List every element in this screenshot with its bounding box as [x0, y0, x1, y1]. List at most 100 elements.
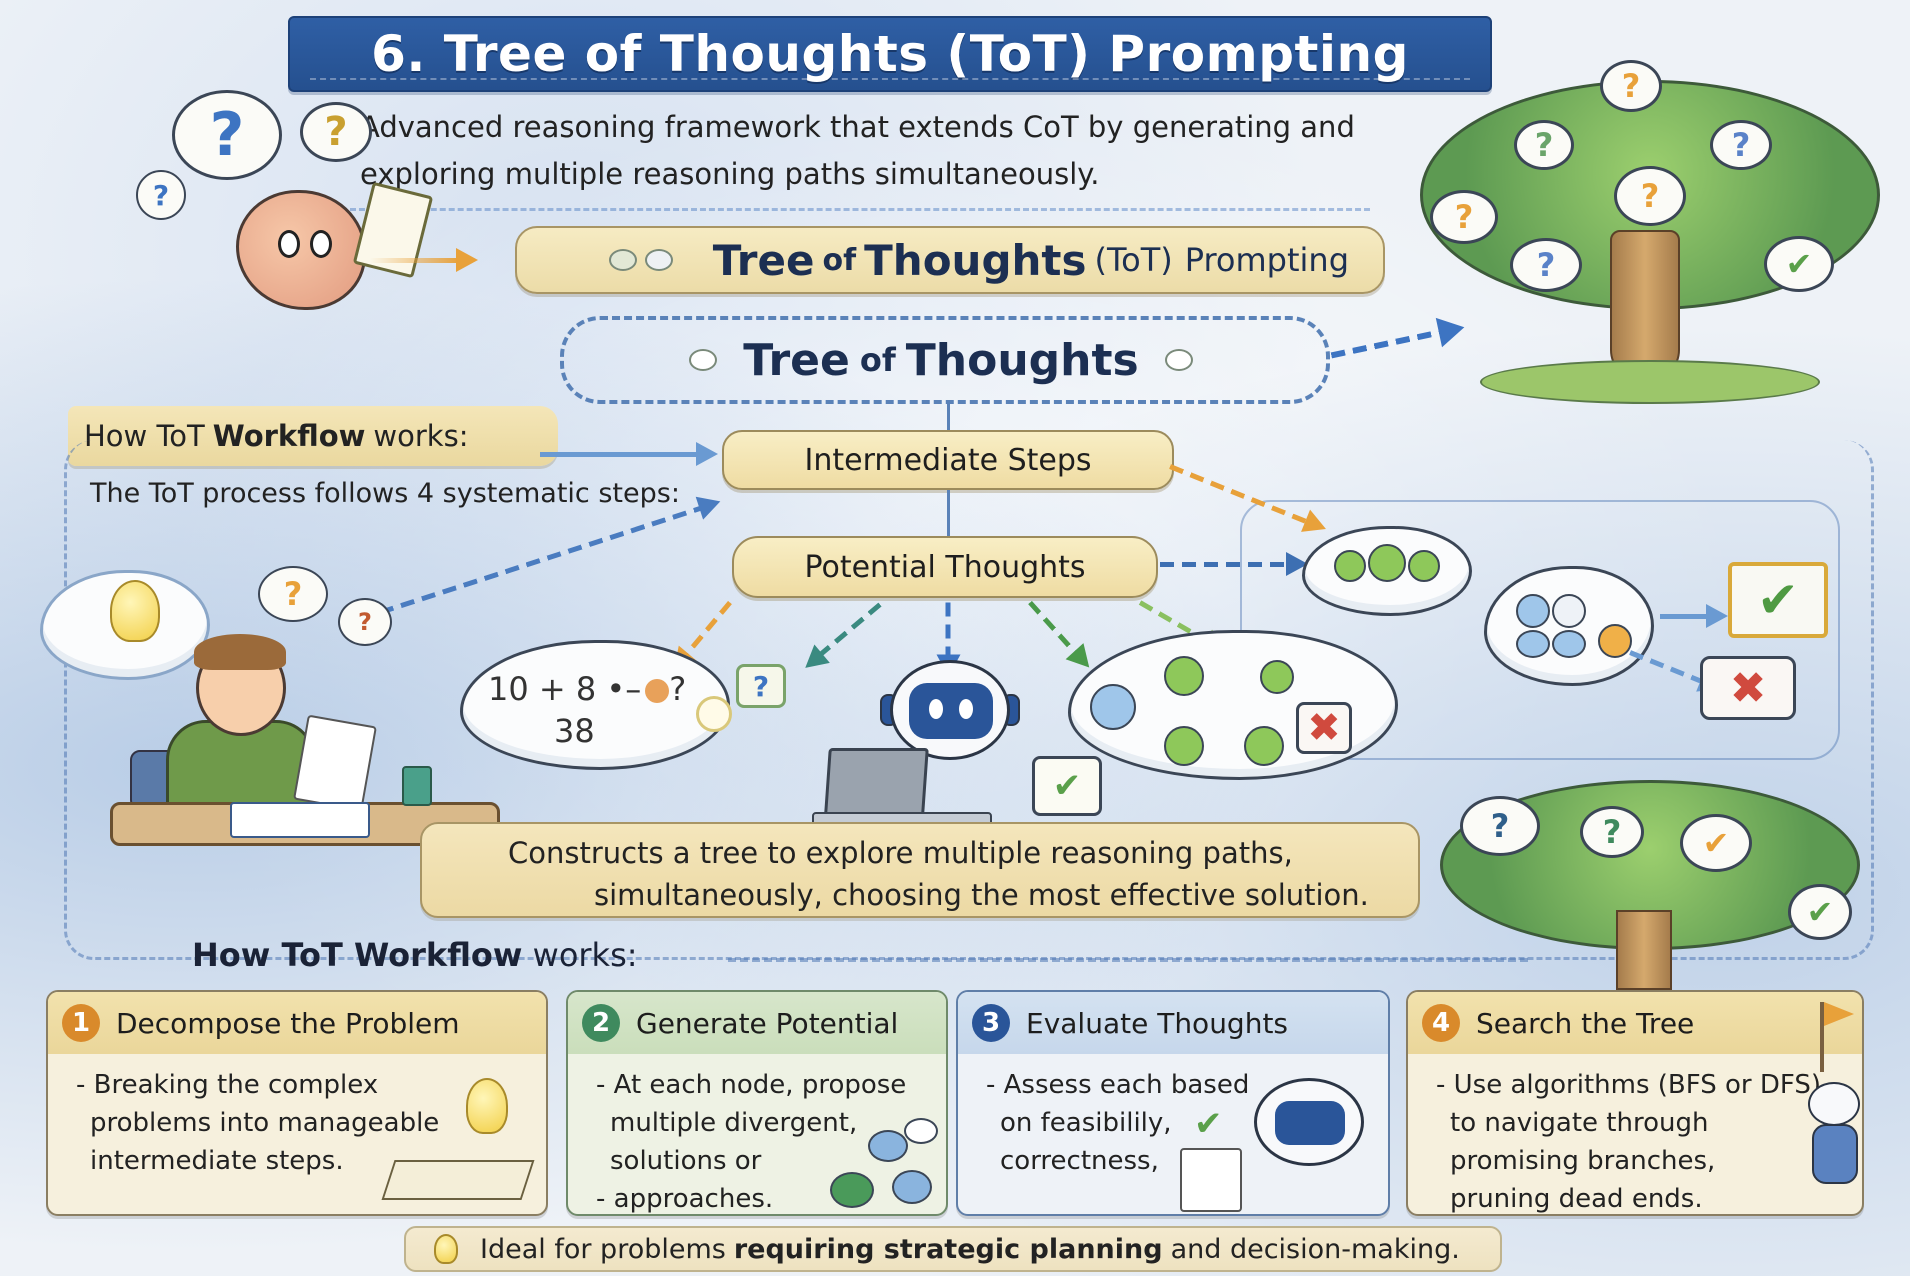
clipboard-icon	[352, 181, 434, 279]
orange-arrow-icon	[370, 248, 478, 272]
step-line: - Breaking the complex	[76, 1070, 379, 1100]
step-line: - Assess each based	[986, 1070, 1250, 1100]
brain-eye-icon	[278, 230, 300, 258]
footer-prefix: Ideal for problems	[480, 1233, 726, 1265]
step-number-badge: 2	[582, 1004, 620, 1042]
cluster-node	[1516, 630, 1550, 658]
robot-eye	[929, 699, 943, 719]
check-box-icon: ✔	[1728, 562, 1828, 638]
node-intermediate-steps: Intermediate Steps	[722, 430, 1174, 490]
step-card-search: 4 Search the Tree - Use algorithms (BFS …	[1406, 990, 1864, 1216]
step-line: multiple divergent,	[610, 1108, 858, 1138]
pill-word: Tree	[712, 235, 815, 285]
mini-tree-node	[1408, 550, 1440, 582]
math-question-mark: ?	[669, 670, 687, 708]
tree-thought-cloud	[1302, 526, 1472, 616]
step-card-header: 2 Generate Potential	[568, 992, 946, 1054]
intro-text: Advanced reasoning framework that extend…	[360, 104, 1380, 198]
step-title: Evaluate Thoughts	[1026, 1006, 1289, 1040]
workflow-section-suffix: works:	[532, 936, 638, 974]
star-node-icon	[868, 1130, 908, 1162]
step-line: pruning dead ends.	[1450, 1184, 1703, 1214]
question-bubble-icon: ?	[300, 102, 372, 162]
check-bubble-icon: ✔	[1788, 884, 1852, 940]
math-expression: 10 + 8 •–? 38	[488, 668, 686, 752]
step-card-header: 3 Evaluate Thoughts	[958, 992, 1388, 1054]
pill-word: Thoughts	[905, 334, 1139, 386]
paper-icon	[293, 714, 377, 812]
step-line: promising branches,	[1450, 1146, 1716, 1176]
cluster-node	[1598, 624, 1632, 658]
step-title: Decompose the Problem	[116, 1006, 460, 1040]
robot-eye	[959, 699, 973, 719]
check-icon: ✔	[1194, 1104, 1223, 1144]
step-title: Search the Tree	[1476, 1006, 1695, 1040]
lightbulb-icon	[434, 1234, 458, 1264]
step-number-badge: 4	[1422, 1004, 1460, 1042]
open-book-icon	[381, 1160, 535, 1200]
question-bubble-icon: ?	[1514, 120, 1574, 170]
intro-line-2: exploring multiple reasoning paths simul…	[360, 157, 1100, 191]
graph-node-icon	[1164, 656, 1204, 696]
robot-face	[1275, 1101, 1345, 1145]
cluster-node	[1552, 594, 1586, 628]
tree-ground	[1480, 360, 1820, 404]
robot-illustration	[880, 660, 1020, 790]
cloud-icon	[1164, 349, 1193, 371]
question-bubble-icon: ?	[258, 566, 328, 622]
intro-line-1: Advanced reasoning framework that extend…	[360, 110, 1355, 144]
step-card-generate: 2 Generate Potential - At each node, pro…	[566, 990, 948, 1216]
cloud-icon	[689, 349, 718, 371]
question-bubble-icon: ?	[136, 170, 186, 220]
dashed-arrow-icon	[1160, 552, 1308, 576]
description-line-1: Constructs a tree to explore multiple re…	[508, 836, 1293, 870]
pill-word: Thoughts	[864, 235, 1087, 285]
step-card-decompose: 1 Decompose the Problem - Breaking the c…	[46, 990, 548, 1216]
flag-icon	[1824, 1002, 1854, 1026]
step-card-header: 1 Decompose the Problem	[48, 992, 546, 1054]
robot-head	[890, 660, 1010, 760]
cloud-icon	[644, 249, 673, 271]
question-bubble-icon: ?	[172, 90, 282, 180]
step-line: - approaches.	[596, 1184, 774, 1214]
check-bubble-icon: ✔	[1764, 236, 1834, 292]
pill-word: of	[822, 242, 857, 278]
question-box-icon: ?	[736, 664, 786, 708]
step-line: - Use algorithms (BFS or DFS)	[1436, 1070, 1822, 1100]
cross-node-icon	[904, 1118, 938, 1144]
brain-eye-icon	[310, 230, 332, 258]
pill-word: Tree	[743, 334, 850, 386]
brain-character-illustration: ? ? ?	[100, 40, 480, 310]
workflow-label: How ToT Workflow works:	[68, 406, 558, 466]
check-bubble-icon: ✔	[1680, 814, 1752, 872]
page-title: 6. Tree of Thoughts (ToT) Prompting	[371, 25, 1409, 83]
graph-nodes	[1068, 630, 1398, 780]
dashed-arrow-icon	[945, 602, 951, 659]
brain-icon	[236, 190, 366, 310]
pill-word: Prompting	[1184, 241, 1349, 279]
title-banner: 6. Tree of Thoughts (ToT) Prompting	[288, 16, 1492, 92]
nodes-thought-cloud	[1484, 566, 1654, 686]
tree-trunk	[1610, 230, 1680, 380]
tree-trunk	[1616, 910, 1672, 990]
description-line-2: simultaneously, choosing the most effect…	[594, 878, 1369, 912]
workflow-label-prefix: How ToT	[84, 419, 205, 453]
step-line: on feasibilily,	[1000, 1108, 1172, 1138]
dashed-arrow-icon	[1660, 604, 1728, 628]
step-line: correctness,	[1000, 1146, 1159, 1176]
question-bubble-icon: ?	[1580, 806, 1644, 858]
notebook-icon	[230, 802, 370, 838]
question-bubble-icon: ?	[1600, 60, 1662, 112]
graph-node-icon	[1244, 726, 1284, 766]
math-expr: 10 + 8 •–	[488, 670, 642, 708]
robot-head-icon	[1254, 1078, 1364, 1166]
step-line: problems into manageable	[90, 1108, 440, 1138]
tot-prompting-pill: Tree of Thoughts (ToT) Prompting	[515, 226, 1385, 294]
step-line: solutions or	[610, 1146, 762, 1176]
cloud-icon	[608, 249, 637, 271]
workflow-dash-divider	[728, 958, 1528, 962]
connector-line	[947, 400, 950, 430]
robot-mini-body	[1812, 1124, 1858, 1184]
checklist-icon	[1180, 1148, 1242, 1212]
thought-tree-illustration: ? ? ? ? ? ? ✔	[1410, 60, 1890, 410]
